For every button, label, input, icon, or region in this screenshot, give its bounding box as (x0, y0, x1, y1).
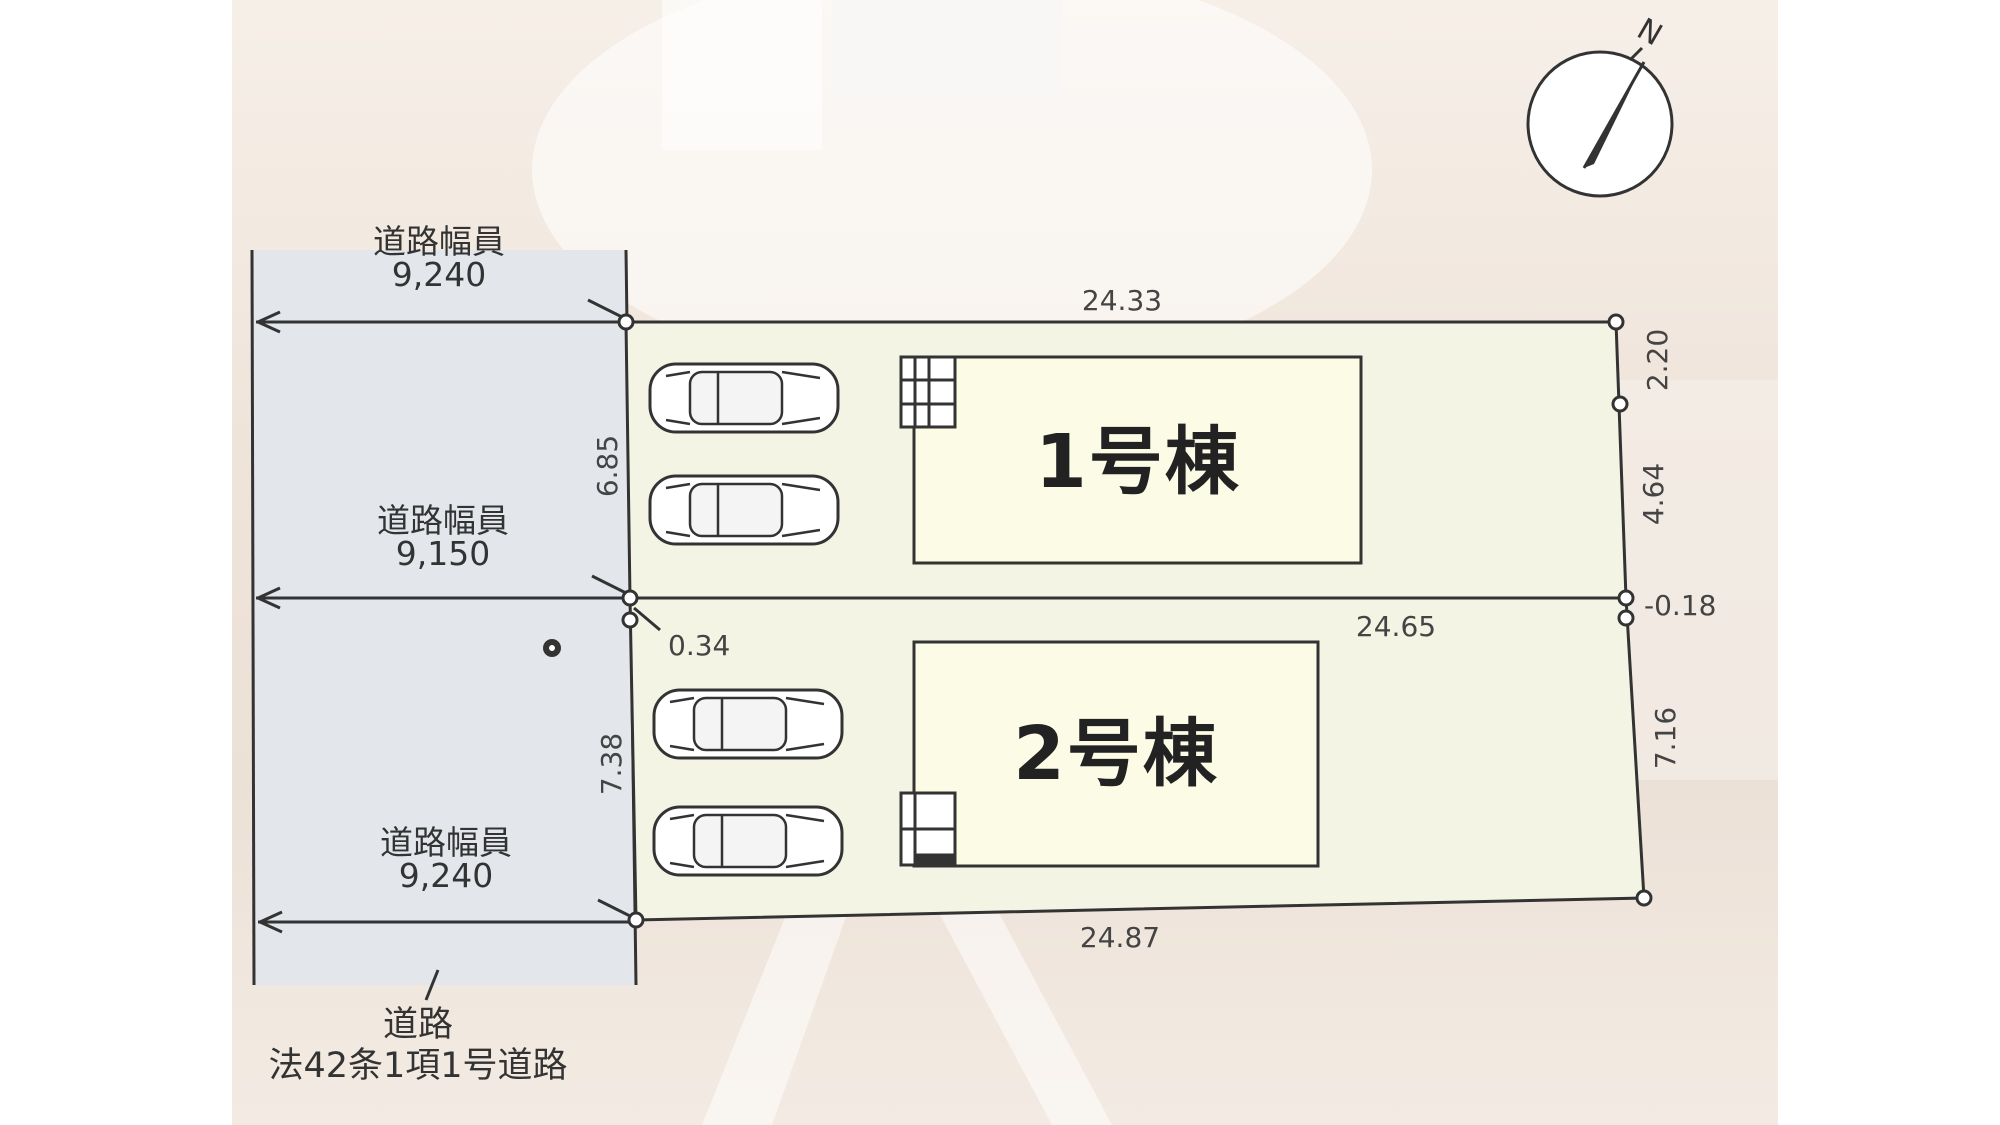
north-tick (1628, 46, 1644, 62)
stairs-1 (899, 355, 957, 429)
road-width-value: 9,240 (391, 255, 487, 294)
road-width-label-middle: 道路幅員 9,150 (377, 504, 509, 570)
car-icon (648, 362, 840, 434)
dim-middle: 24.65 (1355, 610, 1437, 643)
bg-box-shape (832, 0, 1062, 100)
dim-offset-right: -0.18 (1644, 589, 1717, 622)
site-plan-drawing (250, 0, 1778, 1125)
dim-left-upper: 6.85 (591, 434, 624, 498)
road-width-label-bottom: 道路幅員 9,240 (380, 826, 512, 892)
boundary-marker (627, 911, 645, 929)
leader-line (591, 574, 629, 596)
dim-right-lower: 7.16 (1649, 706, 1682, 770)
compass (1526, 46, 1674, 198)
road-edge-line (250, 249, 256, 986)
dim-offset-right-value: 0.18 (1654, 589, 1717, 622)
dim-bottom: 24.87 (1079, 921, 1161, 954)
dim-top: 24.33 (1081, 284, 1163, 317)
car-icon (648, 474, 840, 546)
car-icon (652, 688, 844, 760)
boundary-marker (1611, 395, 1629, 413)
car-icon (652, 805, 844, 877)
building-1-label: 1号棟 (1035, 419, 1241, 505)
boundary-marker (1607, 313, 1625, 331)
arrow-mark (257, 310, 281, 334)
bg-chair-leg (702, 900, 852, 1125)
road-manhole-center (549, 645, 555, 651)
building-2-label: 2号棟 (1013, 711, 1219, 797)
road-area (252, 250, 636, 985)
road-note-classification: 法42条1項1号道路 (268, 1046, 568, 1086)
bg-chair-shape (662, 0, 822, 150)
road-title: 道路幅員 (377, 501, 509, 540)
leader-line (597, 898, 635, 920)
boundary-marker (1635, 889, 1653, 907)
boundary-marker (621, 589, 639, 607)
road-width-value: 9,240 (398, 856, 494, 895)
car-icons (648, 362, 844, 877)
road-width-value: 9,150 (395, 534, 491, 573)
north-arrow-line (1582, 61, 1646, 169)
site-plan-panel: 道路幅員 9,240 道路幅員 9,150 道路幅員 9,240 1号棟 2号棟… (232, 0, 1778, 1125)
arrow-mark (257, 586, 281, 610)
building-1 (912, 355, 1363, 565)
boundary-marker (1617, 589, 1635, 607)
dim-left-lower: 7.38 (595, 732, 628, 796)
dim-right-top: 2.20 (1641, 328, 1674, 392)
road-title: 道路幅員 (380, 823, 512, 862)
dim-right-mid: 4.64 (1637, 462, 1670, 526)
boundary-marker (617, 313, 635, 331)
boundary-marker (1617, 609, 1635, 627)
leader-line (587, 298, 625, 320)
boundary-marker (621, 611, 639, 629)
boundary-markers (617, 313, 1653, 929)
leader-line (633, 606, 661, 632)
leader-line (424, 969, 440, 1001)
dim-offset-left: 0.34 (668, 629, 731, 662)
building-2 (912, 640, 1320, 868)
road-width-label-top: 道路幅員 9,240 (373, 225, 505, 291)
arrow-mark (259, 910, 283, 934)
road-note: 道路 法42条1項1号道路 (268, 1008, 567, 1084)
road-note-title: 道路 (382, 1005, 454, 1045)
stairs-2 (899, 791, 957, 867)
road-title: 道路幅員 (373, 222, 505, 261)
bg-chair-leg (932, 900, 1112, 1125)
compass-ring (1526, 50, 1674, 198)
